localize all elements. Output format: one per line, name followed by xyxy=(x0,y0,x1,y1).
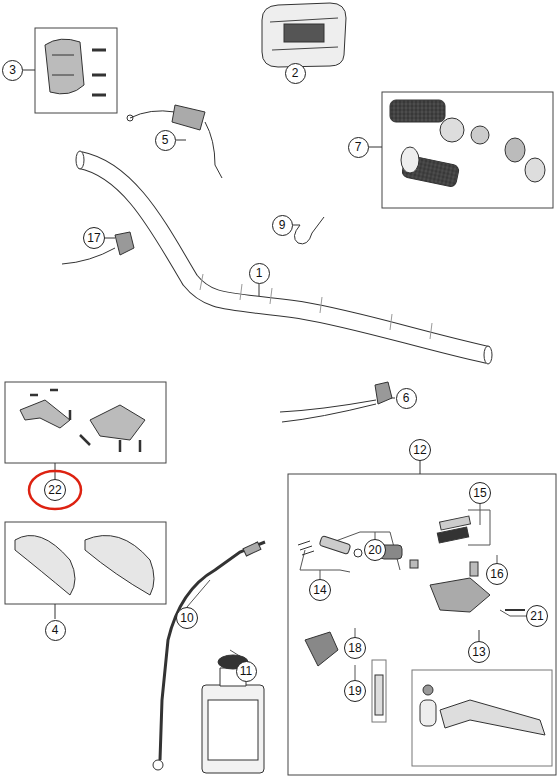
callout-number: 21 xyxy=(526,605,548,627)
callout-number: 10 xyxy=(176,607,198,629)
callout-text: 21 xyxy=(530,610,543,622)
callout-number: 7 xyxy=(348,137,369,158)
callout-number: 1 xyxy=(249,263,270,284)
callout-text: 15 xyxy=(473,487,486,499)
callout-number: 15 xyxy=(469,482,491,504)
callout-text: 7 xyxy=(355,141,362,153)
callout-text: 1 xyxy=(256,267,263,279)
callout-text: 4 xyxy=(52,624,59,636)
callout-text: 3 xyxy=(9,64,16,76)
callout-number: 14 xyxy=(309,579,331,601)
callout-number: 11 xyxy=(236,661,257,682)
callout-number: 13 xyxy=(468,641,490,663)
callout-number: 22 xyxy=(44,479,66,501)
callout-number: 5 xyxy=(155,130,176,151)
callout-text: 2 xyxy=(292,67,299,79)
callout-number: 3 xyxy=(2,60,23,81)
callout-text: 18 xyxy=(348,642,361,654)
callout-text: 20 xyxy=(368,544,381,556)
callout-number: 18 xyxy=(344,637,366,659)
callout-number: 20 xyxy=(364,539,386,561)
callout-text: 10 xyxy=(180,612,193,624)
callout-number: 19 xyxy=(344,680,366,702)
callout-number: 4 xyxy=(45,620,66,641)
callout-text: 11 xyxy=(240,665,252,677)
callout-number: 12 xyxy=(409,439,431,461)
callout-number: 6 xyxy=(396,388,417,409)
callout-text: 16 xyxy=(490,568,503,580)
callout-text: 9 xyxy=(279,219,286,231)
callout-text: 6 xyxy=(403,392,410,404)
callout-text: 17 xyxy=(87,232,100,244)
callout-text: 22 xyxy=(48,484,61,496)
callout-text: 13 xyxy=(472,646,485,658)
callout-text: 14 xyxy=(313,584,326,596)
callout-text: 19 xyxy=(348,685,361,697)
callout-number: 16 xyxy=(486,563,508,585)
callout-text: 12 xyxy=(413,444,426,456)
callout-number: 9 xyxy=(272,215,293,236)
callout-text: 5 xyxy=(162,134,169,146)
callout-number: 2 xyxy=(285,63,306,84)
callout-number: 17 xyxy=(83,227,105,249)
